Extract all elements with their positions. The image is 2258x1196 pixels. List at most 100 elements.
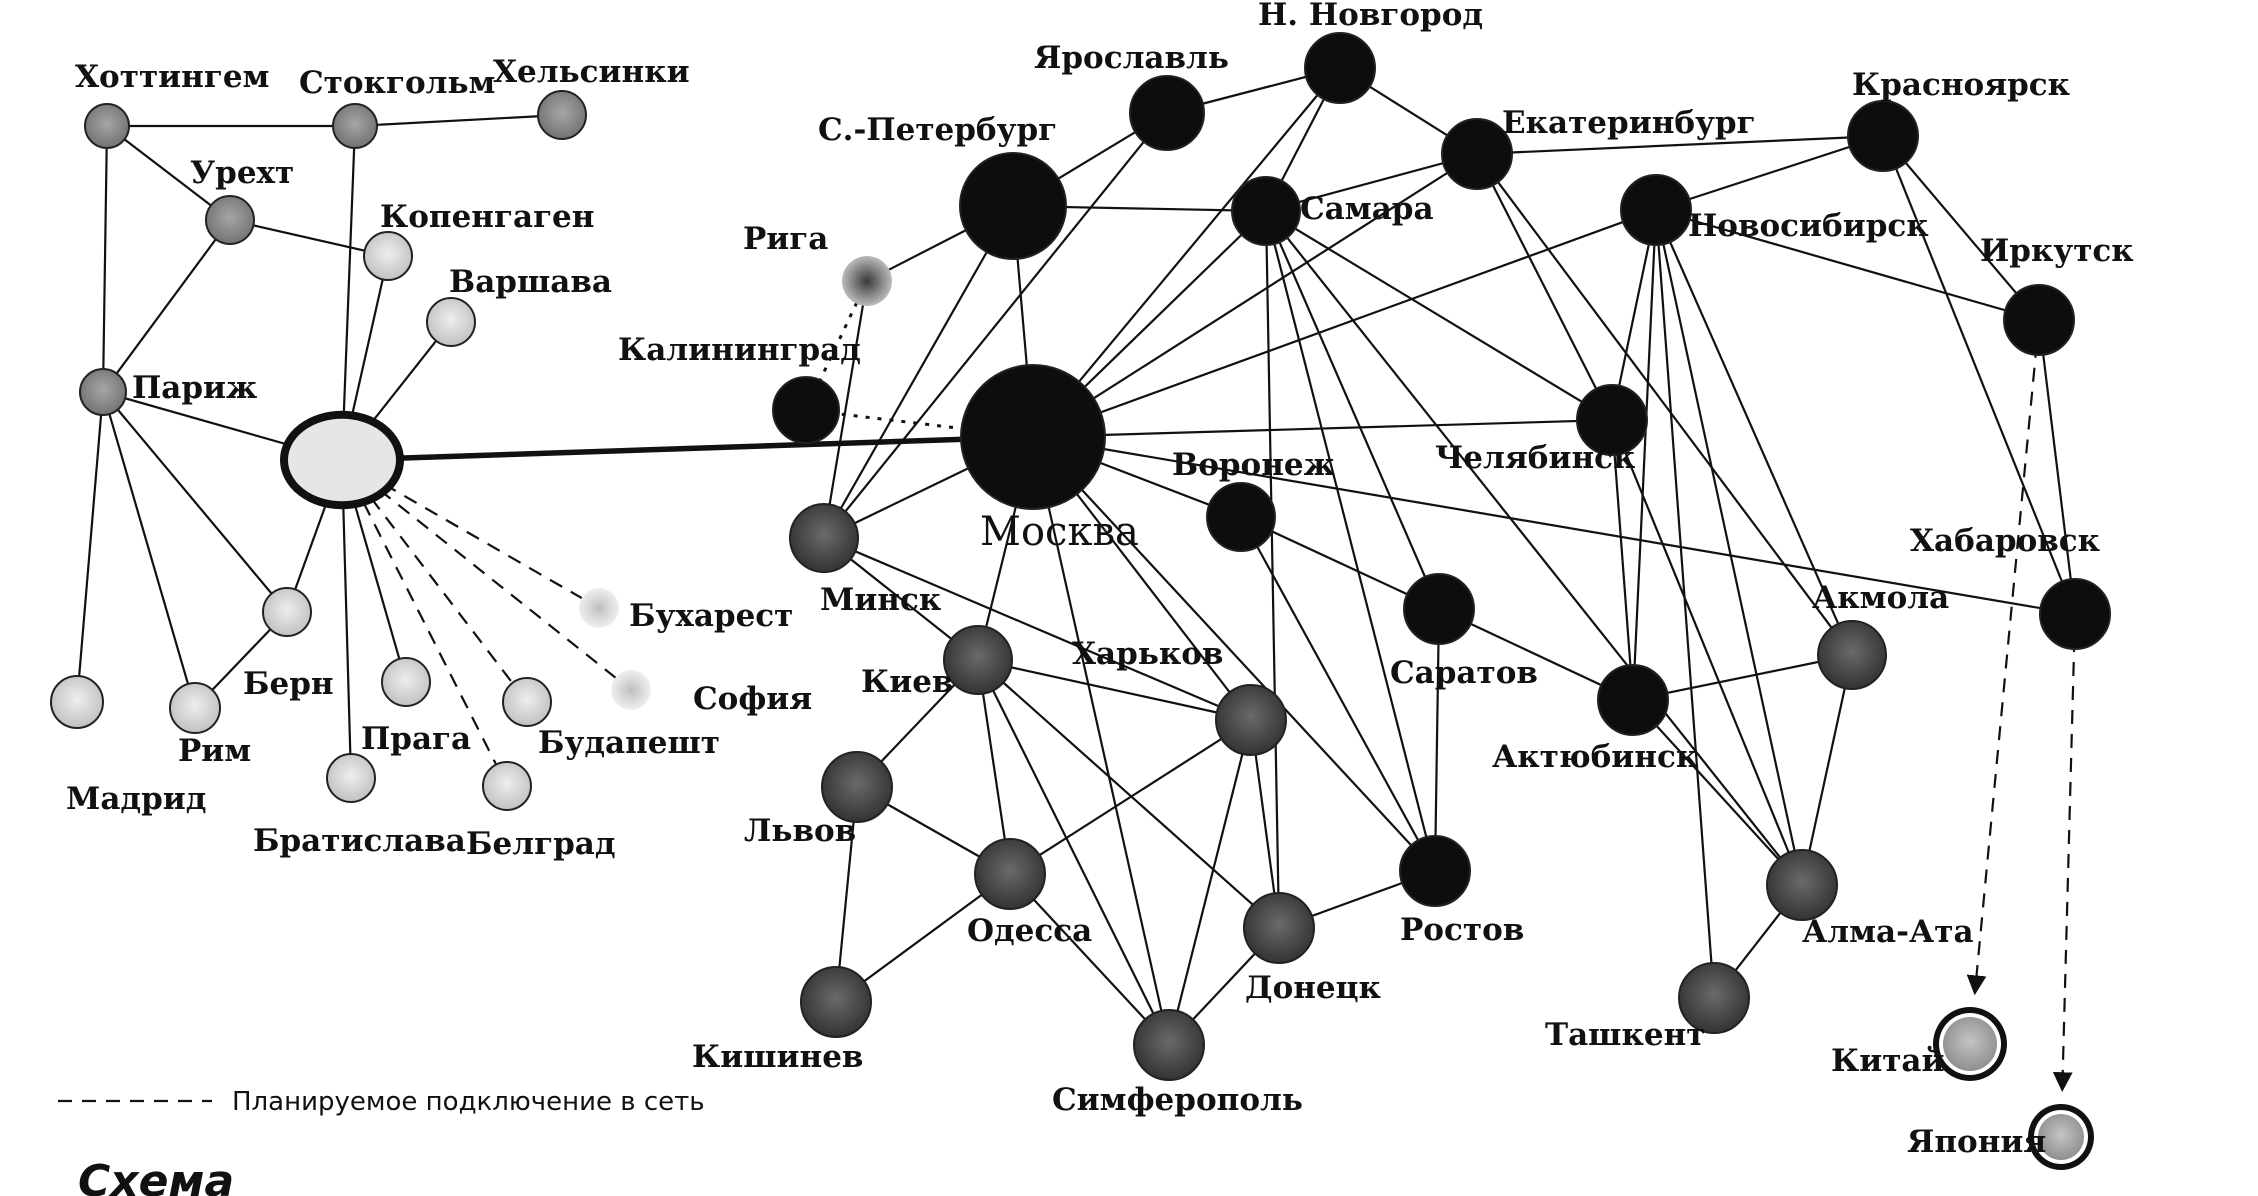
edge-moscow-simferopol: [1031, 436, 1171, 1046]
node-yaroslavl: [1129, 75, 1205, 151]
node-hottingem: [84, 103, 130, 149]
legend-label: Планируемое подключение в сеть: [232, 1087, 705, 1117]
label-kiev: Киев: [861, 664, 953, 700]
label-hottingem: Хоттингем: [75, 59, 269, 95]
node-helsinki: [537, 90, 587, 140]
label-kishinev: Кишинев: [692, 1039, 863, 1075]
edge-samara-donetsk: [1264, 210, 1281, 929]
label-chelyabinsk: Челябинск: [1435, 440, 1636, 476]
node-paris: [79, 368, 127, 416]
node-prague: [381, 657, 431, 707]
node-kiev: [943, 625, 1013, 695]
legend: Планируемое подключение в сеть: [58, 1087, 705, 1117]
node-kharkov: [1215, 684, 1287, 756]
edge-lvov-kishinev: [834, 786, 859, 1003]
label-lvov: Львов: [744, 813, 856, 849]
edge-samara-almaata: [1265, 210, 1803, 886]
edge-ekaterinburg-krasnoyarsk: [1476, 134, 1884, 156]
label-prague: Прага: [361, 721, 471, 757]
label-riga: Рига: [743, 221, 828, 257]
node-aktyubinsk: [1597, 664, 1669, 736]
node-khabarovsk: [2039, 578, 2111, 650]
label-saratov: Саратов: [1390, 655, 1538, 691]
label-simferopol: Симферополь: [1052, 1082, 1303, 1118]
edge-irkutsk-khabarovsk: [2037, 319, 2077, 615]
label-donetsk: Донецк: [1245, 970, 1382, 1006]
nodes-layer: [50, 32, 2111, 1170]
node-simferopol: [1133, 1009, 1205, 1081]
node-frankfurt: [280, 410, 404, 510]
caption-partial: Схема: [78, 1156, 234, 1196]
edge-odessa-simferopol: [1009, 873, 1170, 1046]
edge-hottingem-utrecht: [106, 125, 231, 221]
node-utrecht: [205, 195, 255, 245]
edge-moscow-khabarovsk: [1032, 435, 2076, 616]
node-almaata: [1766, 849, 1838, 921]
label-bratislava: Братислава: [253, 823, 466, 859]
node-bratislava: [326, 753, 376, 803]
node-lvov: [821, 751, 893, 823]
node-japan: [2028, 1104, 2094, 1170]
edge-frankfurt-bratislava: [340, 459, 353, 779]
label-moscow: Москва: [980, 509, 1139, 555]
edge-novosibirsk-aktyubinsk: [1631, 209, 1658, 701]
node-kishinev: [800, 966, 872, 1038]
node-odessa: [974, 838, 1046, 910]
label-rostov: Ростов: [1400, 912, 1524, 948]
edge-ekaterinburg-chelyabinsk: [1476, 153, 1613, 421]
node-akmola: [1817, 620, 1887, 690]
label-stockholm: Стокгольм: [299, 65, 495, 101]
edge-novosibirsk-krasnoyarsk: [1655, 134, 1884, 212]
node-tashkent: [1678, 962, 1750, 1034]
label-samara: Самара: [1300, 191, 1434, 227]
label-ekaterinburg: Екатеринбург: [1502, 105, 1756, 141]
edge-ekaterinburg-akmola: [1476, 153, 1853, 656]
edge-aktyubinsk-almaata: [1632, 699, 1803, 886]
node-chelyabinsk: [1576, 384, 1648, 456]
label-almaata: Алма-Ата: [1802, 914, 1974, 950]
edge-kiev-kharkov: [977, 658, 1252, 722]
label-rome: Рим: [178, 733, 251, 769]
edge-voronezh-rostov: [1240, 516, 1436, 872]
edge-paris-madrid: [75, 391, 105, 703]
edge-akmola-almaata: [1800, 654, 1854, 886]
edge-kharkov-simferopol: [1167, 719, 1253, 1046]
label-copenhagen: Копенгаген: [380, 199, 594, 235]
edge-odessa-kishinev: [835, 873, 1011, 1003]
node-nnovgorod: [1304, 32, 1376, 104]
edge-novosibirsk-irkutsk: [1655, 208, 2040, 322]
node-minsk: [789, 503, 859, 573]
node-voronezh: [1206, 482, 1276, 552]
edge-minsk-kharkov: [823, 536, 1252, 722]
edge-moscow-chelyabinsk: [1032, 418, 1613, 439]
edge-kiev-donetsk: [977, 659, 1280, 929]
node-rome: [169, 682, 221, 734]
edge-stockholm-helsinki: [354, 113, 563, 128]
edge-chelyabinsk-aktyubinsk: [1610, 419, 1635, 701]
edge-kiev-simferopol: [977, 659, 1170, 1046]
node-saratov: [1403, 573, 1475, 645]
label-voronezh: Воронеж: [1172, 447, 1335, 483]
edge-samara-rostov: [1264, 210, 1437, 872]
edge-krasnoyarsk-irkutsk: [1882, 135, 2040, 321]
node-belgrade: [482, 761, 532, 811]
label-odessa: Одесса: [967, 913, 1092, 949]
node-stockholm: [332, 103, 378, 149]
label-bern: Берн: [243, 666, 334, 702]
label-madrid: Мадрид: [66, 781, 206, 817]
edge-moscow-rostov: [1032, 436, 1436, 872]
node-warsaw: [426, 297, 476, 347]
edge-samara-saratov: [1264, 210, 1441, 610]
edge-frankfurt-moscow: [341, 434, 1034, 463]
label-china: Китай: [1831, 1043, 1944, 1079]
edge-stockholm-frankfurt: [340, 125, 357, 461]
node-budapest: [502, 677, 552, 727]
label-aktyubinsk: Актюбинск: [1492, 739, 1699, 775]
edge-kharkov-odessa: [1009, 719, 1252, 875]
label-kharkov: Харьков: [1072, 636, 1223, 672]
edge-riga-minsk: [822, 280, 869, 539]
label-tashkent: Ташкент: [1545, 1017, 1705, 1053]
node-samara: [1231, 176, 1301, 246]
edge-irkutsk-china: [1966, 319, 2041, 996]
